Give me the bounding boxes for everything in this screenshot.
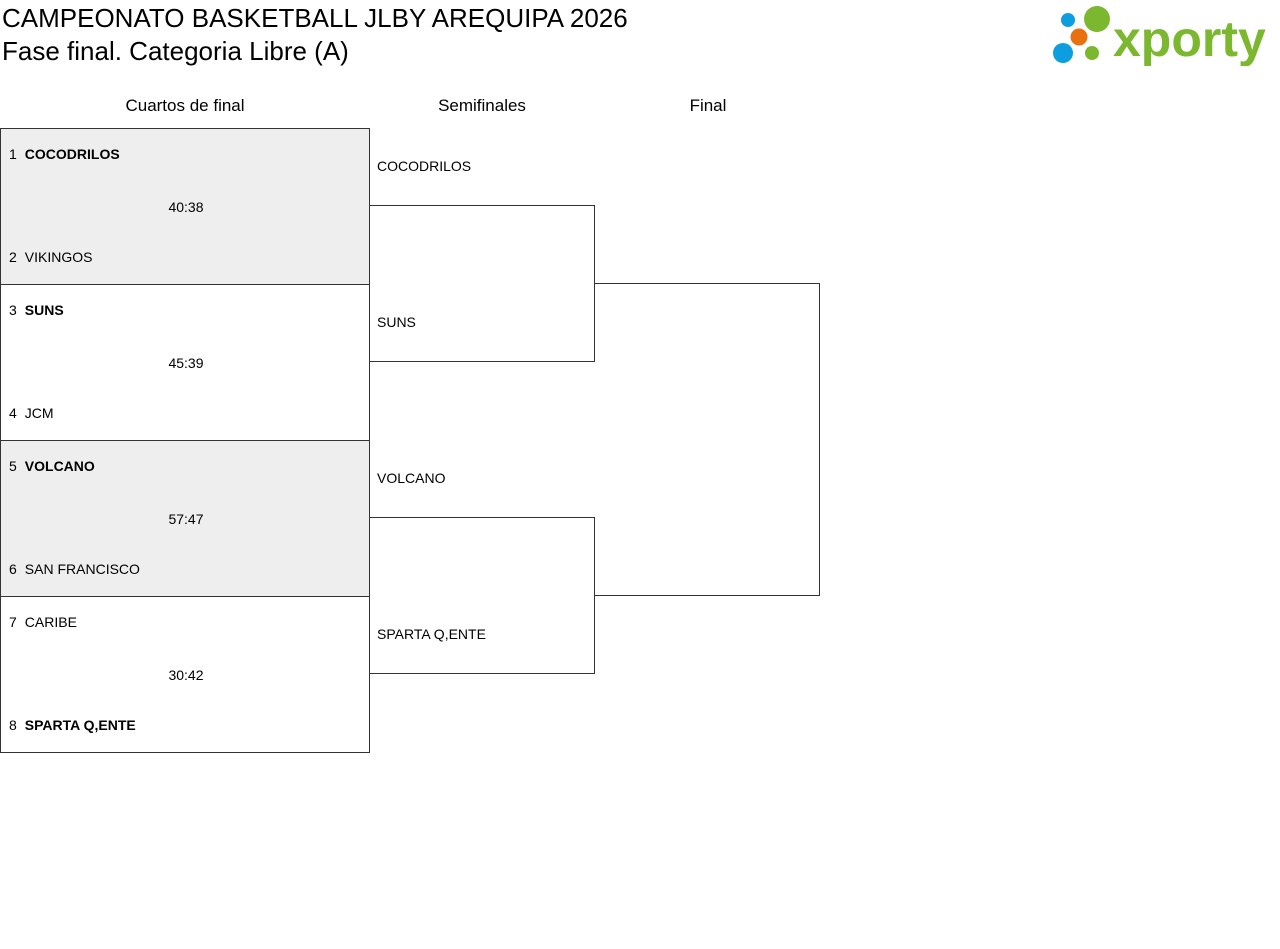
column-header-semifinals: Semifinales	[438, 96, 526, 115]
semifinal-team-4: SPARTA Q,ENTE	[377, 626, 486, 642]
semifinal-bracket-1	[370, 205, 595, 362]
match-score: 40:38	[168, 199, 204, 215]
column-header-final: Final	[689, 96, 727, 115]
semifinal-bracket-2	[370, 517, 595, 674]
semifinal-team-2: SUNS	[377, 314, 416, 330]
semifinal-team-3: VOLCANO	[377, 470, 446, 486]
semifinal-team-1: COCODRILOS	[377, 158, 472, 174]
phase-subtitle: Fase final. Categoria Libre (A)	[2, 36, 349, 66]
column-header-quarterfinals: Cuartos de final	[125, 96, 245, 115]
final-bracket	[595, 283, 820, 596]
tournament-title: CAMPEONATO BASKETBALL JLBY AREQUIPA 2026	[2, 3, 628, 33]
match-score: 30:42	[168, 667, 204, 683]
svg-text:xporty: xporty	[1113, 11, 1266, 66]
xporty-logo: xporty	[1053, 6, 1266, 66]
match-score: 57:47	[168, 511, 204, 527]
match-score: 45:39	[168, 355, 204, 371]
